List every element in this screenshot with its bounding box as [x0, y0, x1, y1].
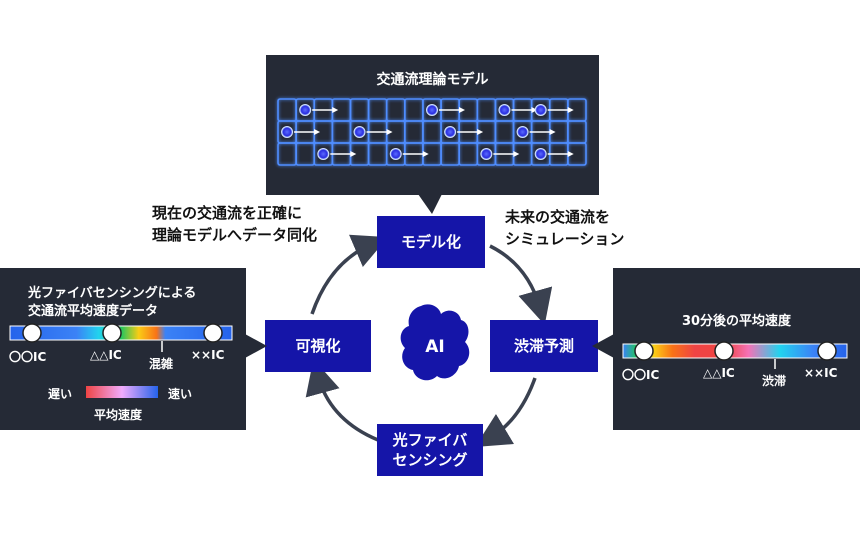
model-panel-title: 交通流理論モデル [376, 72, 489, 88]
caption-left-line2: 理論モデルへデータ同化 [152, 226, 318, 244]
legend-label: 平均速度 [94, 408, 143, 422]
left-ic1-marker [22, 323, 42, 343]
model-box[interactable]: モデル化 [377, 216, 485, 268]
car-motion-arrowhead [314, 129, 321, 135]
left-speed-bar [9, 323, 233, 398]
arrow-visualize-to-model [310, 234, 389, 315]
left-ic2-marker [102, 323, 122, 343]
caption-right: 未来の交通流を シミュレーション [505, 206, 624, 250]
right-speed-bar [622, 341, 848, 369]
car-dot [281, 126, 294, 138]
caption-right-line1: 未来の交通流を [505, 208, 611, 226]
traffic-grid [277, 98, 587, 166]
caption-left-line1: 現在の交通流を正確に [152, 204, 303, 222]
car-motion-arrowhead [386, 129, 393, 135]
car-motion-arrowhead [549, 129, 556, 135]
car-dot [480, 148, 493, 160]
right-jam-label: 渋滞 [762, 374, 787, 388]
ai-label: AI [425, 337, 444, 357]
left-ic3-label: ××IC [191, 348, 225, 362]
car-motion-arrowhead [531, 107, 538, 113]
legend-slow-label: 遅い [48, 387, 73, 401]
sensing-box-line1: 光ファイバ [392, 431, 468, 449]
visualize-box[interactable]: 可視化 [265, 320, 371, 372]
right-ic3-label: ××IC [804, 366, 838, 380]
legend-fast-label: 速い [168, 387, 193, 401]
car-motion-arrowhead [350, 151, 357, 157]
left-panel-pointer [245, 334, 267, 358]
car-motion-arrowhead [567, 107, 574, 113]
arrow-model-to-predict [489, 244, 553, 325]
car-dot [426, 104, 438, 116]
right-ic1-marker [634, 341, 654, 361]
car-dot [516, 126, 529, 138]
car-dot [498, 104, 511, 116]
left-panel-title2: 交通流平均速度データ [28, 304, 159, 319]
left-ic3-marker [203, 323, 223, 343]
model-panel-pointer [418, 194, 442, 214]
car-dot [534, 104, 547, 116]
car-motion-arrowhead [422, 151, 429, 157]
car-motion-arrowhead [459, 107, 465, 113]
left-panel-title1: 光ファイバセンシングによる [28, 286, 197, 301]
right-ic2-label: △△IC [703, 366, 735, 380]
car-dot [299, 104, 312, 116]
caption-right-line2: シミュレーション [505, 230, 625, 248]
sensing-box-line2: センシング [392, 451, 468, 469]
arrow-sensing-to-visualize [305, 359, 379, 442]
caption-left: 現在の交通流を正確に 理論モデルへデータ同化 [152, 202, 317, 246]
predict-box[interactable]: 渋滞予測 [490, 320, 598, 372]
car-dot [444, 126, 457, 138]
car-motion-arrowhead [567, 151, 574, 157]
left-panel: 光ファイバセンシングによる 交通流平均速度データ [0, 268, 246, 430]
car-motion-arrowhead [332, 107, 339, 113]
right-ic2-marker [714, 341, 734, 361]
car-motion-arrowhead [477, 129, 484, 135]
left-ic1-label: 〇〇IC [9, 350, 47, 364]
arrow-predict-to-sensing [474, 377, 537, 448]
right-panel: 30分後の平均速度 〇〇IC △△IC ××IC 渋滞 [613, 268, 860, 430]
car-dot [317, 148, 330, 160]
right-ic1-label: 〇〇IC [622, 368, 660, 382]
model-panel: 交通流理論モデル [266, 55, 599, 195]
car-dot [534, 148, 547, 160]
car-motion-arrowhead [513, 151, 520, 157]
car-dot [353, 126, 366, 138]
left-jam-label: 混雑 [149, 357, 174, 371]
sensing-box[interactable]: 光ファイバ センシング [377, 424, 483, 476]
left-ic2-label: △△IC [90, 348, 122, 362]
ai-blob: AI [400, 304, 470, 381]
right-ic3-marker [817, 341, 837, 361]
speed-legend-bar [86, 386, 158, 398]
right-panel-pointer [592, 334, 614, 358]
car-dot [389, 148, 402, 160]
right-panel-title: 30分後の平均速度 [681, 314, 792, 329]
